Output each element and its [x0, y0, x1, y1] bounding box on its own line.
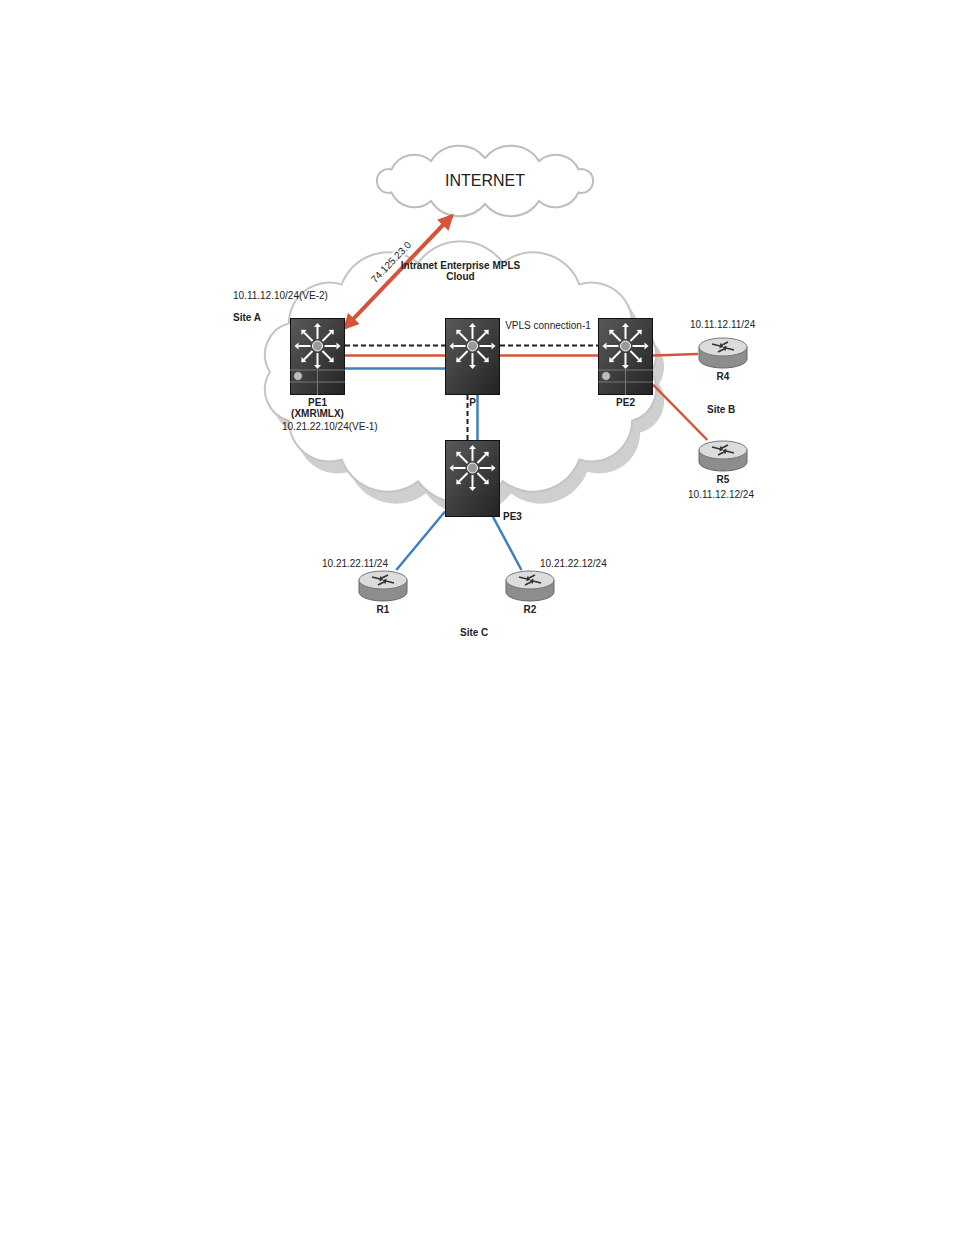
switch-icon	[445, 318, 500, 395]
device-name: P	[469, 397, 476, 408]
link-strand	[467, 395, 469, 440]
switch-icon	[290, 318, 345, 395]
link-connector	[653, 385, 707, 440]
cloud-title: INTERNET	[445, 172, 525, 190]
link-strand	[476, 395, 479, 440]
switch-node: PE3	[445, 440, 500, 517]
cloud-title: Intranet Enterprise MPLS Cloud	[401, 260, 521, 282]
site-label: Site C	[460, 627, 488, 638]
device-name: PE1	[308, 397, 327, 408]
site-label: Site A	[233, 312, 261, 323]
device-name: R5	[717, 474, 730, 485]
ip-address: 10.11.12.12/24	[688, 489, 754, 500]
link-label: VPLS connection-1	[503, 320, 593, 331]
link-strand	[500, 345, 598, 347]
cloud-node: Intranet Enterprise MPLS CloudPE1(XMR\ML…	[248, 238, 673, 506]
router-icon	[358, 570, 408, 602]
link-strand	[345, 216, 452, 328]
switch-node: PE1(XMR\MLX)	[290, 318, 345, 395]
link-strand	[653, 385, 707, 440]
link-connector	[653, 354, 698, 356]
device-name: PE3	[503, 511, 522, 522]
device-name: R2	[524, 604, 537, 615]
link-strand	[653, 354, 698, 356]
link-strand	[493, 517, 521, 570]
device-name: R4	[717, 371, 730, 382]
device-name: (XMR\MLX)	[291, 408, 344, 419]
ip-address: 10.21.22.12/24	[540, 558, 607, 569]
link-connector	[345, 346, 445, 369]
device-name: PE2	[616, 397, 635, 408]
ip-address: 10.21.22.11/24	[322, 558, 388, 569]
link-strand	[345, 354, 445, 357]
switch-icon	[445, 440, 500, 517]
ip-address: 10.11.12.11/24	[690, 319, 755, 330]
link-strand	[500, 354, 598, 357]
switch-icon	[598, 318, 653, 395]
ip-address: 10.11.12.10/24(VE-2)	[233, 290, 328, 301]
router-node: R2	[505, 570, 555, 602]
device-name: R1	[377, 604, 390, 615]
link-strand	[345, 367, 445, 370]
router-node: R1	[358, 570, 408, 602]
link-strand	[345, 345, 445, 347]
switch-node: PE2	[598, 318, 653, 395]
link-connector	[468, 395, 478, 440]
router-node: R5	[698, 440, 748, 472]
cloud-node: INTERNET	[365, 146, 605, 216]
link-strand	[396, 512, 445, 570]
link-connector	[396, 512, 445, 570]
link-connector	[493, 517, 521, 570]
router-icon	[698, 440, 748, 472]
ip-address: 10.21.22.10/24(VE-1)	[282, 421, 378, 432]
link-connector	[500, 346, 598, 356]
switch-node: P	[445, 318, 500, 395]
site-label: Site B	[707, 404, 735, 415]
router-icon	[505, 570, 555, 602]
router-node: R4	[698, 337, 748, 369]
link-connector	[345, 216, 452, 328]
router-icon	[698, 337, 748, 369]
